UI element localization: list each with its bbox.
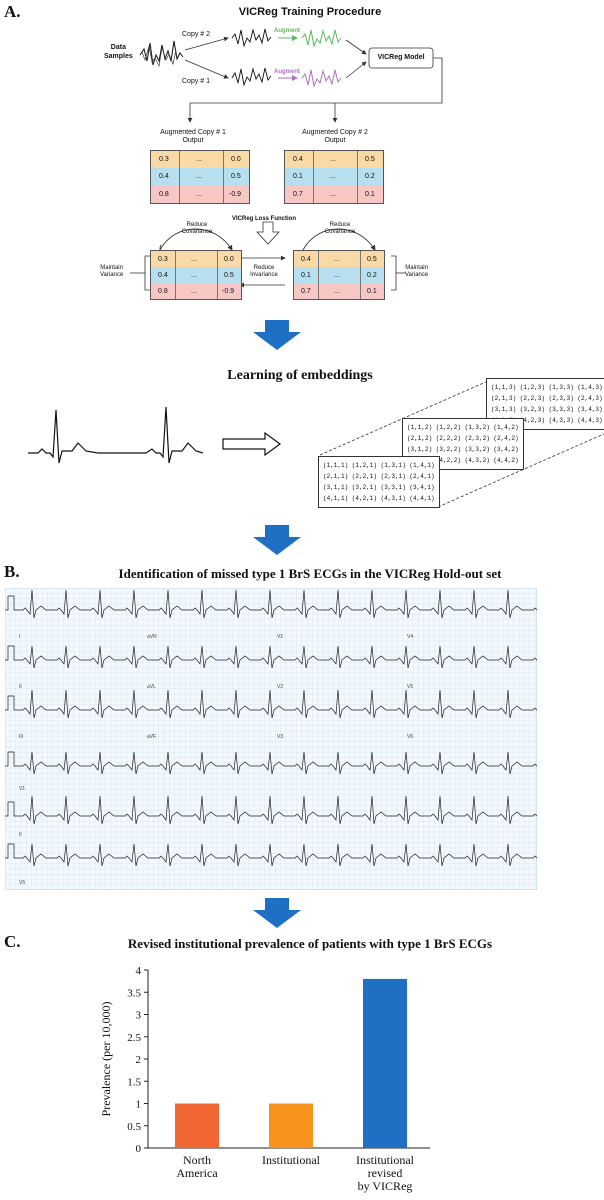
ecg-trace [5,645,537,669]
loss-matrix-copy2: 0.4...0.5 0.1...0.2 0.7...0.1 [293,250,385,300]
y-tick-label: 3 [136,1010,142,1022]
augmented-copy2-waveform [301,29,342,48]
ecg-trace [5,589,537,619]
ecg-lead-label: V4 [407,634,413,640]
output-matrix-copy2: 0.4...0.5 0.1...0.2 0.7...0.1 [284,150,384,204]
copy1-waveform [231,67,272,87]
matrix-row: 0.8...-0.9 [151,283,241,299]
training-diagram [130,28,443,291]
matrix-row: 0.4...0.5 [285,151,383,169]
copy2-label: Copy # 2 [182,31,211,38]
panel-b-label: B. [4,562,20,581]
loss-arrow [256,221,280,245]
down-arrow-2 [253,525,301,555]
y-tick-label: 4 [136,965,142,977]
x-tick-label: by VICReg [358,1179,413,1193]
ecg-trace [5,689,537,719]
matrix-row: 0.8...-0.9 [151,185,249,203]
loss-function-label: VICReg Loss Function [232,216,297,222]
ecg-lead-label: V1 [19,786,25,792]
x-tick-label: Institutional [262,1153,321,1167]
reduce-covariance-left-label: Reduce Covariance [181,222,213,235]
augmented-copy2-label: Augmented Copy # 2 Output [302,129,368,144]
ecg-lead-label: V6 [407,734,413,740]
ecg-lead-label: V3 [277,734,283,740]
augmented-copy1-label: Augmented Copy # 1 Output [160,129,226,144]
augment-top-label: Augment [274,28,300,34]
maintain-variance-right-label: Maintain Variance [405,265,429,278]
ecg-trace [5,751,537,775]
vicreg-model-label: VICReg Model [377,54,425,61]
prevalence-title: Revised institutional prevalence of pati… [127,936,493,951]
x-tick-label: North [183,1153,211,1167]
matrix-row: 0.3...0.0 [151,251,241,268]
down-arrow-3 [253,898,301,928]
matrix-row: 0.7...0.1 [285,185,383,203]
x-tick-label: revised [368,1166,403,1180]
y-tick-label: 2.5 [127,1032,141,1044]
panel-c-label: C. [4,932,21,951]
y-tick-label: 1.5 [127,1076,141,1088]
ecg-trace [5,795,537,825]
embedding-grid-front: (1,1,1) (1,2,1) (1,3,1) (1,4,1) (2,1,1) … [318,456,440,508]
bar [269,1103,313,1148]
y-tick-label: 0.5 [127,1121,141,1133]
ecg-lead-label: V5 [407,684,413,690]
bar [363,978,407,1148]
ecg-lead-label: III [19,734,23,740]
matrix-row: 0.4...0.5 [294,251,384,268]
augment-bottom-label: Augment [274,69,300,75]
matrix-row: 0.4...0.5 [151,267,241,284]
reduce-invariance-label: Reduce Invariance [250,265,278,278]
y-tick-label: 3.5 [127,987,141,999]
y-tick-label: 2 [136,1054,142,1066]
ecg-lead-label: I [19,634,20,640]
training-title: VICReg Training Procedure [238,6,382,18]
ecg-lead-label: aVF [147,734,156,740]
matrix-row: 0.1...0.2 [285,168,383,186]
copy1-label: Copy # 1 [182,78,211,85]
matrix-row: 0.7...0.1 [294,283,384,299]
embedding-grid-middle: (1,1,2) (1,2,2) (1,3,2) (1,4,2) (2,1,2) … [402,418,524,470]
ecg-trace [5,843,537,867]
output-matrix-copy1: 0.3...0.0 0.4...0.5 0.8...-0.9 [150,150,250,204]
augmented-copy1-waveform [301,69,342,88]
embeddings-title: Learning of embeddings [227,368,373,383]
data-sample-waveform [139,40,184,66]
matrix-row: 0.4...0.5 [151,168,249,186]
matrix-row: 0.1...0.2 [294,267,384,284]
down-arrow-1 [253,320,301,350]
copy2-waveform [231,28,272,48]
ecg-lead-label: V1 [277,634,283,640]
ecg-lead-label: aVR [147,634,157,640]
y-tick-label: 1 [136,1099,142,1111]
bar [175,1103,219,1148]
ecg-title: Identification of missed type 1 BrS ECGs… [118,566,502,581]
ecg-lead-label: II [19,832,22,838]
ecg-lead-label: V2 [277,684,283,690]
reduce-covariance-right-label: Reduce Covariance [324,222,356,235]
maintain-variance-left-label: Maintain Variance [100,265,124,278]
y-tick-label: 0 [136,1143,142,1155]
loss-matrix-copy1: 0.3...0.0 0.4...0.5 0.8...-0.9 [150,250,242,300]
matrix-row: 0.3...0.0 [151,151,249,169]
panel-a-label: A. [4,2,21,21]
x-tick-label: Institutional [356,1153,415,1167]
y-axis-label: Prevalence (per 10,000) [99,1002,113,1117]
ecg-lead-label: aVL [147,684,156,690]
hollow-right-arrow [222,432,282,456]
ecg-lead-label: II [19,684,22,690]
embedding-grid-back: (1,1,3) (1,2,3) (1,3,3) (1,4,3) (2,1,3) … [486,378,604,430]
x-tick-label: America [176,1166,218,1180]
ecg-lead-label: V5 [19,880,25,886]
data-samples-label: Data Samples [104,44,133,60]
ecg-beat-icon [28,406,203,464]
